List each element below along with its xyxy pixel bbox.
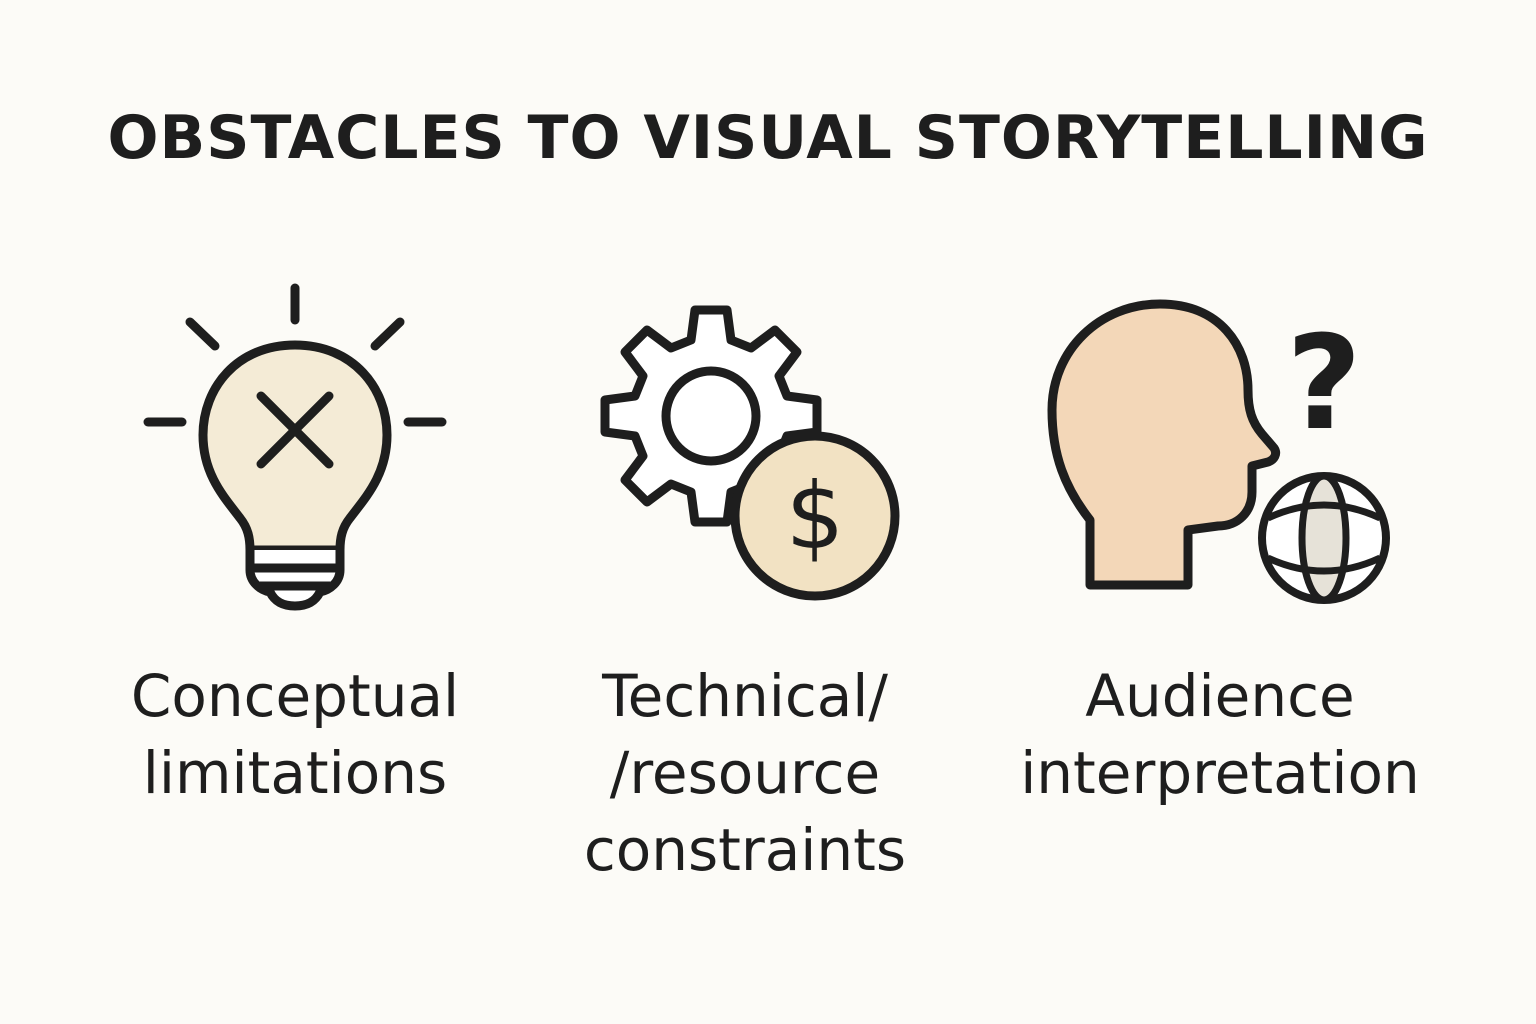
bulb-base bbox=[245, 550, 345, 611]
obstacle-conceptual: Conceptual limitations bbox=[65, 270, 525, 812]
label-line: /resource bbox=[609, 739, 881, 807]
bulb-glass bbox=[198, 340, 392, 555]
ray-top-left bbox=[185, 317, 220, 351]
gear-hole bbox=[661, 366, 761, 466]
label-line: limitations bbox=[142, 739, 448, 807]
label-line: constraints bbox=[583, 816, 907, 884]
coin-icon bbox=[730, 431, 900, 601]
label-line: interpretation bbox=[1020, 739, 1420, 807]
obstacle-label: Audience interpretation bbox=[990, 658, 1450, 812]
ray-top-right bbox=[370, 317, 405, 351]
head-question-globe-svg: ? bbox=[1047, 299, 1390, 604]
label-line: Audience bbox=[1085, 662, 1355, 730]
page-title: OBSTACLES TO VISUAL STORYTELLING bbox=[107, 103, 1429, 173]
obstacle-technical: $ Technical/ /resource constraints bbox=[515, 270, 975, 889]
globe-icon bbox=[1258, 472, 1390, 604]
obstacle-audience: ? Audience interpretation bbox=[990, 270, 1450, 812]
gear-dollar-icon: $ bbox=[515, 270, 975, 620]
gear-dollar-svg: $ bbox=[600, 305, 900, 601]
head-icon bbox=[1047, 299, 1281, 590]
dollar-icon: $ bbox=[786, 463, 845, 570]
obstacle-label: Technical/ /resource constraints bbox=[515, 658, 975, 889]
lightbulb-x-icon bbox=[65, 270, 525, 620]
label-line: Technical/ bbox=[602, 662, 888, 730]
obstacle-label: Conceptual limitations bbox=[65, 658, 525, 812]
head-question-globe-icon: ? bbox=[990, 270, 1450, 620]
question-icon: ? bbox=[1286, 307, 1361, 459]
lightbulb-x-svg bbox=[143, 283, 447, 611]
label-line: Conceptual bbox=[130, 662, 460, 730]
x-mark bbox=[256, 391, 334, 469]
